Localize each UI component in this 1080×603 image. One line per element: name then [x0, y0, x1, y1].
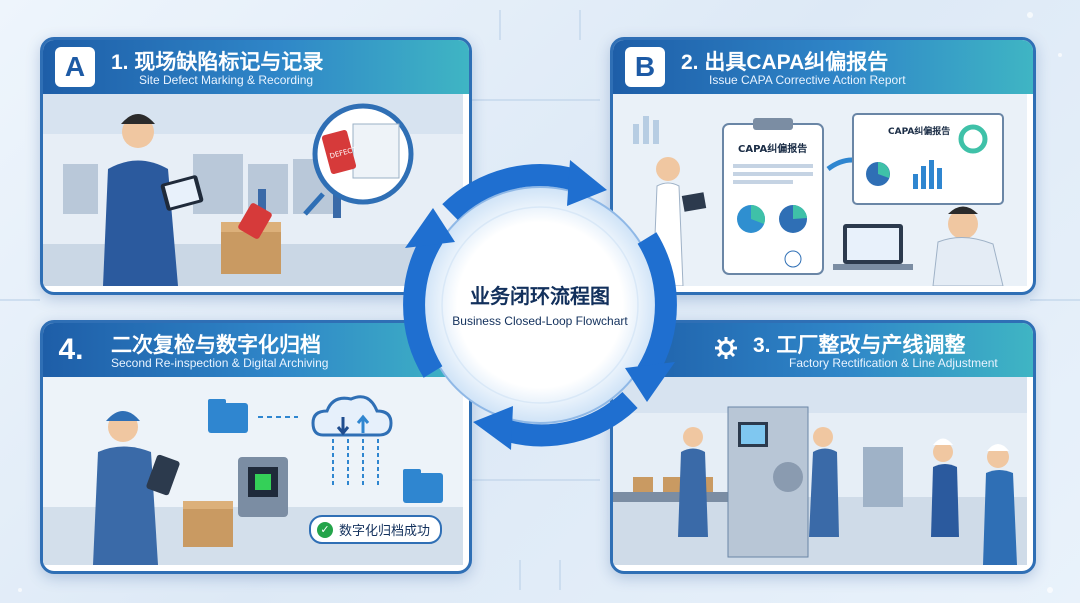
screen-title: CAPA纠偏报告 — [888, 125, 950, 137]
step-4-subtitle: Second Re-inspection & Digital Archiving — [111, 356, 329, 370]
step-3-panel: 3. 工厂整改与产线调整 Factory Rectification & Lin… — [610, 320, 1036, 574]
gear-icon — [715, 337, 737, 359]
archive-success-tag: ✓ 数字化归档成功 — [309, 515, 443, 544]
step-3-title: 3. 工厂整改与产线调整 — [753, 334, 966, 357]
cycle-arrowheads — [405, 160, 675, 450]
closed-loop-cycle — [403, 160, 677, 450]
folder-icon — [403, 469, 443, 503]
cloud-upload-icon — [311, 395, 393, 437]
step-2-subtitle: Issue CAPA Corrective Action Report — [709, 73, 906, 87]
step-1-title: 1. 现场缺陷标记与记录 — [111, 51, 324, 74]
capa-report-illustration: CAPA纠偏报告 CAPA纠偏报告 — [613, 94, 1027, 286]
step-1-subtitle: Site Defect Marking & Recording — [139, 73, 314, 87]
step-2-badge: B — [625, 47, 665, 87]
inspector-figure — [93, 411, 180, 565]
zoom-magnifier: DEFECT — [303, 103, 414, 216]
scanner-device — [238, 457, 288, 517]
diagram-center-subtitle: Business Closed-Loop Flowchart — [452, 314, 628, 328]
folder-icon — [208, 399, 248, 433]
step-4-title: 二次复检与数字化归档 — [111, 334, 321, 357]
production-machine — [727, 406, 809, 558]
defect-marking-illustration: DEFECT — [43, 94, 463, 286]
check-icon: ✓ — [317, 521, 333, 538]
worker-figure — [103, 114, 204, 286]
step-4-header: 4. 二次复检与数字化归档 Second Re-inspection & Dig… — [43, 323, 469, 377]
step-2-title: 2. 出具CAPA纠偏报告 — [681, 51, 889, 74]
step-4-badge: 4. — [58, 333, 84, 366]
step-1-badge: A — [55, 47, 95, 87]
capa-report-document: CAPA纠偏报告 — [722, 118, 824, 275]
step-4-panel: 4. 二次复检与数字化归档 Second Re-inspection & Dig… — [40, 320, 472, 574]
report-title: CAPA纠偏报告 — [738, 142, 807, 155]
step-1-header: A 1. 现场缺陷标记与记录 Site Defect Marking & Rec… — [43, 40, 469, 94]
archive-success-text: 数字化归档成功 — [339, 524, 431, 539]
step-3-subtitle: Factory Rectification & Line Adjustment — [789, 356, 998, 370]
computer-monitor: CAPA纠偏报告 — [852, 113, 1004, 205]
diagram-center-title: 业务闭环流程图 — [470, 284, 610, 308]
step-1-panel: A 1. 现场缺陷标记与记录 Site Defect Marking & Rec… — [40, 37, 472, 295]
cycle-arrows — [403, 164, 677, 447]
step-3-header: 3. 工厂整改与产线调整 Factory Rectification & Lin… — [613, 323, 1033, 377]
step-2-header: B 2. 出具CAPA纠偏报告 Issue CAPA Corrective Ac… — [613, 40, 1033, 94]
factory-rectification-illustration — [613, 377, 1027, 565]
step-2-panel: B 2. 出具CAPA纠偏报告 Issue CAPA Corrective Ac… — [610, 37, 1036, 295]
